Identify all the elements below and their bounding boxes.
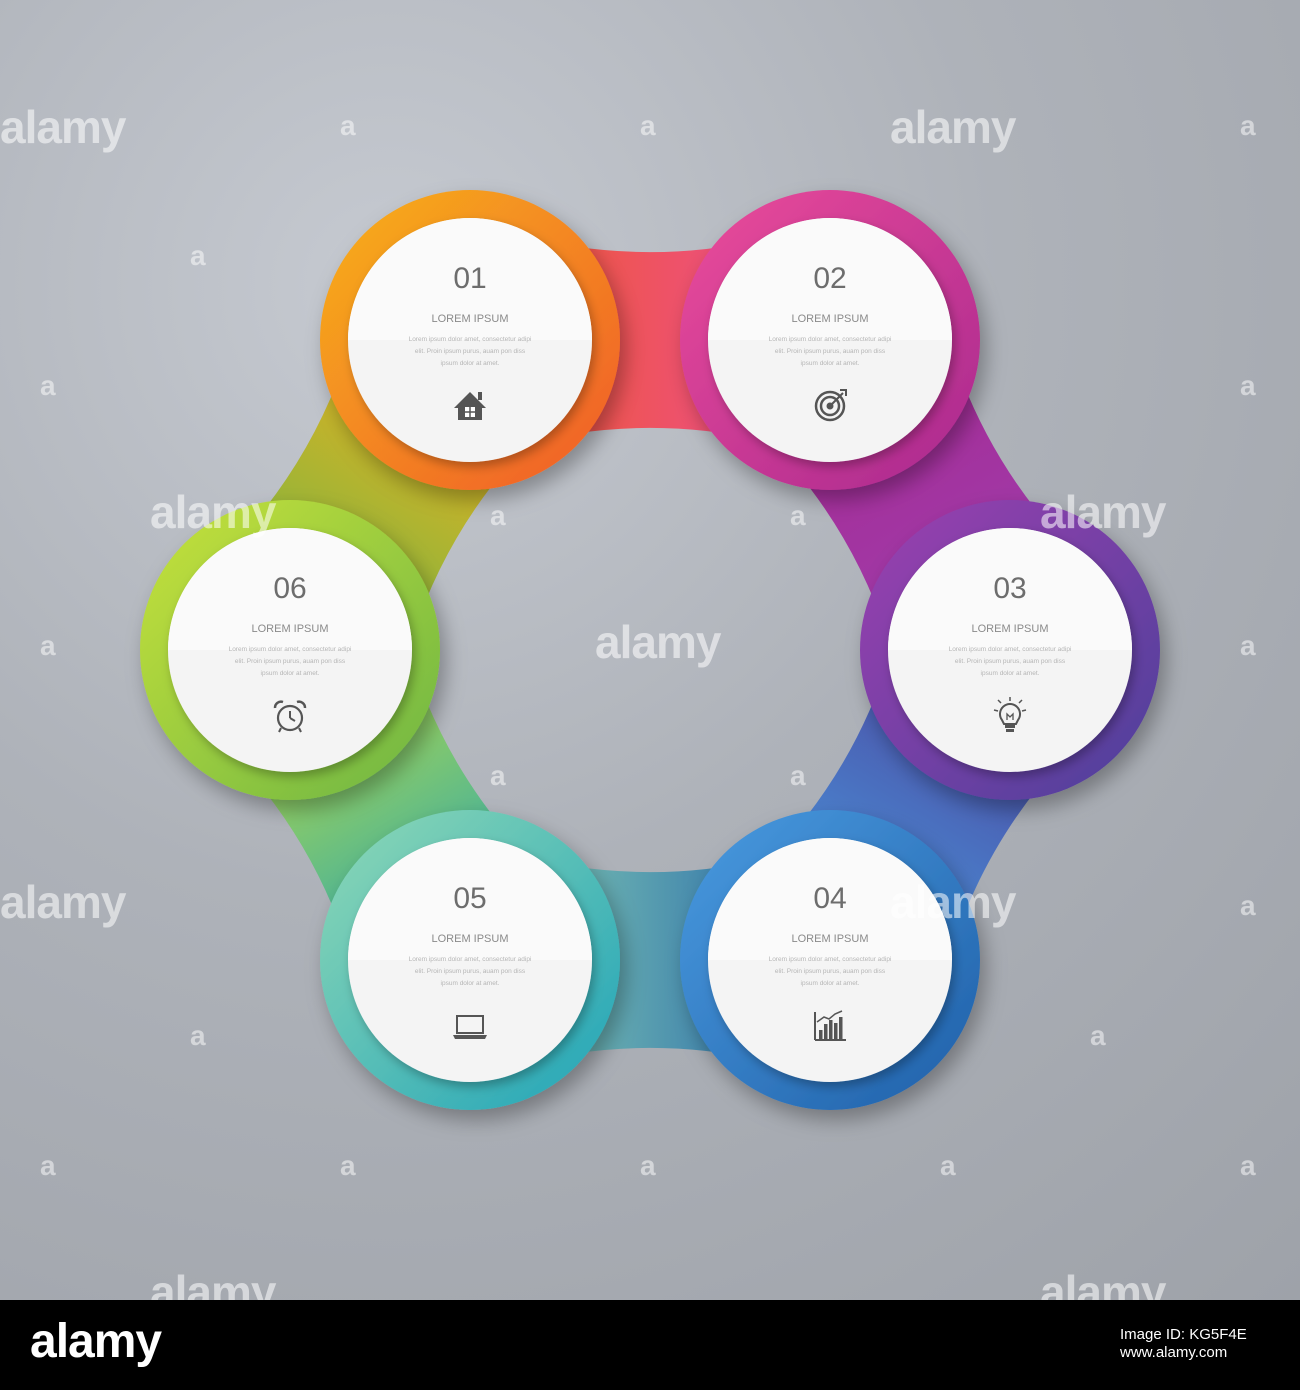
alarm-clock-icon bbox=[273, 700, 307, 733]
step-4-card-highlight bbox=[708, 838, 952, 960]
step-2-text-line-1: Lorem ipsum dolor amet, consectetur adip… bbox=[769, 336, 892, 343]
step-1-text-line-3: ipsum dolor at amet. bbox=[441, 360, 500, 367]
step-6-text-line-1: Lorem ipsum dolor amet, consectetur adip… bbox=[229, 646, 352, 653]
step-1-text-line-2: elit. Proin ipsum purus, auam pon diss bbox=[415, 348, 526, 355]
footer-bar: alamy Image ID: KG5F4E www.alamy.com bbox=[0, 1300, 1300, 1390]
step-1-number: 01 bbox=[453, 262, 486, 295]
step-3-number: 03 bbox=[993, 572, 1026, 605]
step-2-card-highlight bbox=[708, 218, 952, 340]
step-4-text-line-3: ipsum dolor at amet. bbox=[801, 980, 860, 987]
footer-info: Image ID: KG5F4E www.alamy.com bbox=[1120, 1326, 1260, 1362]
step-5-text-line-2: elit. Proin ipsum purus, auam pon diss bbox=[415, 968, 526, 975]
image-id-label: Image ID: KG5F4E bbox=[1120, 1326, 1247, 1343]
target-icon bbox=[814, 389, 847, 422]
step-4-title: LOREM IPSUM bbox=[791, 933, 868, 945]
step-3-text-line-1: Lorem ipsum dolor amet, consectetur adip… bbox=[949, 646, 1072, 653]
laptop-icon bbox=[453, 1015, 487, 1039]
step-3-title: LOREM IPSUM bbox=[971, 623, 1048, 635]
step-4-text-line-1: Lorem ipsum dolor amet, consectetur adip… bbox=[769, 956, 892, 963]
step-4-text-line-2: elit. Proin ipsum purus, auam pon diss bbox=[775, 968, 886, 975]
step-2-number: 02 bbox=[813, 262, 846, 295]
step-1-title: LOREM IPSUM bbox=[431, 313, 508, 325]
step-6-card-highlight bbox=[168, 528, 412, 650]
step-1-text-line-1: Lorem ipsum dolor amet, consectetur adip… bbox=[409, 336, 532, 343]
step-2-text-line-3: ipsum dolor at amet. bbox=[801, 360, 860, 367]
step-4-number: 04 bbox=[813, 882, 846, 915]
step-5-card-highlight bbox=[348, 838, 592, 960]
step-5-text-line-3: ipsum dolor at amet. bbox=[441, 980, 500, 987]
step-3-card-highlight bbox=[888, 528, 1132, 650]
step-1-card-highlight bbox=[348, 218, 592, 340]
step-6-number: 06 bbox=[273, 572, 306, 605]
lightbulb-icon bbox=[993, 697, 1027, 732]
step-3-text-line-3: ipsum dolor at amet. bbox=[981, 670, 1040, 677]
step-5-text-line-1: Lorem ipsum dolor amet, consectetur adip… bbox=[409, 956, 532, 963]
step-6-text-line-2: elit. Proin ipsum purus, auam pon diss bbox=[235, 658, 346, 665]
step-5-number: 05 bbox=[453, 882, 486, 915]
step-5-title: LOREM IPSUM bbox=[431, 933, 508, 945]
step-3-text-line-2: elit. Proin ipsum purus, auam pon diss bbox=[955, 658, 1066, 665]
bar-chart-icon bbox=[814, 1010, 846, 1041]
footer-logo: alamy bbox=[30, 1315, 162, 1368]
step-6-text-line-3: ipsum dolor at amet. bbox=[261, 670, 320, 677]
step-6-title: LOREM IPSUM bbox=[251, 623, 328, 635]
step-2-text-line-2: elit. Proin ipsum purus, auam pon diss bbox=[775, 348, 886, 355]
step-2-title: LOREM IPSUM bbox=[791, 313, 868, 325]
site-url: www.alamy.com bbox=[1120, 1344, 1228, 1361]
home-icon bbox=[454, 392, 486, 420]
